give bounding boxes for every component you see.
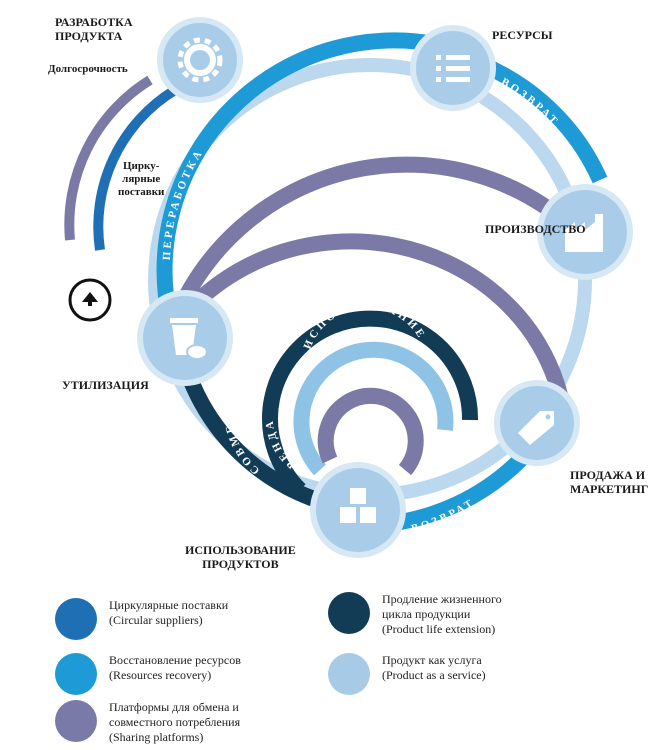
node-product-development xyxy=(157,17,243,103)
factory-icon xyxy=(565,214,603,252)
legend-text: Продукт как услуга (Product as a service… xyxy=(382,653,486,682)
legend-item-sharing-platforms: Платформы для обмена и совместного потре… xyxy=(55,700,240,745)
diagram-canvas: ВОЗВРАТ ВОЗВРАТ ПЕРЕРАБОТКА ВОССТАНОВЛЕН… xyxy=(64,17,633,558)
rental-ring xyxy=(293,341,454,476)
node-resources xyxy=(410,25,496,111)
legend-text: Циркулярные поставки (Circular suppliers… xyxy=(109,598,229,627)
handshake-icon xyxy=(328,592,370,634)
label-product-development: РАЗРАБОТКА ПРОДУКТА xyxy=(55,15,133,43)
legend-item-circular-suppliers: Циркулярные поставки (Circular suppliers… xyxy=(55,598,228,640)
recycle-icon xyxy=(55,598,97,640)
legend-text: Продление жизненного цикла продукции (Pr… xyxy=(382,592,502,636)
restoration-arc xyxy=(167,156,581,324)
label-utilization: УТИЛИЗАЦИЯ xyxy=(62,378,149,392)
circular-supplies-arc xyxy=(93,85,178,251)
label-longevity: Долгосрочность xyxy=(48,63,128,75)
label-production: ПРОИЗВОДСТВО xyxy=(485,222,586,236)
legend-item-product-life-extension: Продление жизненного цикла продукции (Pr… xyxy=(328,592,502,637)
tag-icon xyxy=(518,411,554,445)
node-production xyxy=(537,184,633,280)
legend-text: Восстановление ресурсов (Resources recov… xyxy=(109,653,241,682)
node-sales-marketing xyxy=(494,380,580,466)
resale-arc xyxy=(173,233,568,397)
boxes-icon xyxy=(340,488,376,523)
recycling-arc xyxy=(156,32,442,322)
gear-icon xyxy=(177,37,223,83)
label-resources: РЕСУРСЫ xyxy=(492,28,553,42)
key-icon xyxy=(328,653,370,695)
node-utilization xyxy=(137,290,233,386)
legend-item-product-as-service: Продукт как услуга (Product as a service… xyxy=(328,653,486,695)
arrow-up-icon xyxy=(68,278,112,322)
label-circular-supplies: Цирку- лярные поставки xyxy=(118,160,165,198)
bandage-icon xyxy=(55,700,97,742)
label-product-use: ИСПОЛЬЗОВАНИЕ ПРОДУКТОВ xyxy=(185,543,296,571)
sharing-ring xyxy=(262,310,479,496)
legend-item-resources-recovery: Восстановление ресурсов (Resources recov… xyxy=(55,653,241,695)
repair-ring xyxy=(317,387,424,476)
trash-icon xyxy=(55,653,97,695)
legend-text: Платформы для обмена и совместного потре… xyxy=(109,700,241,744)
list-icon xyxy=(436,55,470,82)
label-sales-marketing: ПРОДАЖА И МАРКЕТИНГ xyxy=(570,468,649,496)
recycle-bin-icon xyxy=(170,318,208,360)
node-product-use xyxy=(310,462,406,558)
longevity-arc xyxy=(64,75,153,241)
